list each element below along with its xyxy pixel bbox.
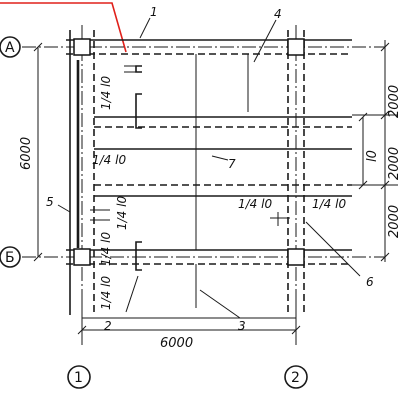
column-b1 bbox=[73, 248, 91, 266]
axis-label-b: Б bbox=[5, 250, 15, 266]
red-pointer bbox=[0, 2, 127, 53]
axis-label-1: 1 bbox=[74, 370, 83, 386]
axis-bubble-b: Б bbox=[0, 246, 21, 268]
bottom-dimension bbox=[77, 300, 301, 345]
note-quarter-2: 1/4 l0 bbox=[92, 153, 126, 167]
callout-2: 2 bbox=[104, 319, 112, 333]
axis-bubble-2: 2 bbox=[284, 365, 308, 389]
dim-l0: l0 bbox=[365, 150, 380, 162]
callout-3: 3 bbox=[238, 319, 246, 333]
dim-span-horizontal: 6000 bbox=[160, 336, 193, 351]
note-quarter-3: 1/4 l0 bbox=[115, 196, 129, 230]
secondary-beams bbox=[94, 54, 352, 308]
column-a2 bbox=[287, 38, 305, 56]
callout-4: 4 bbox=[274, 7, 282, 21]
left-dimension bbox=[33, 42, 43, 262]
note-quarter-7: 1/4 l0 bbox=[99, 232, 113, 266]
note-quarter-5: 1/4 l0 bbox=[238, 197, 272, 211]
note-quarter-6: 1/4 l0 bbox=[312, 197, 346, 211]
column-a1 bbox=[73, 38, 91, 56]
callout-leaders bbox=[57, 17, 361, 319]
splice-marks bbox=[90, 65, 290, 271]
dim-right-2: 2000 bbox=[387, 147, 400, 180]
callout-1: 1 bbox=[150, 5, 158, 19]
dim-right-3: 2000 bbox=[387, 205, 400, 238]
callout-6: 6 bbox=[366, 275, 374, 289]
callout-7: 7 bbox=[228, 157, 236, 171]
callout-5: 5 bbox=[46, 195, 54, 209]
right-dimension bbox=[352, 40, 398, 262]
axis-bubble-1: 1 bbox=[67, 365, 91, 389]
main-girders bbox=[66, 30, 352, 315]
columns bbox=[73, 38, 305, 266]
note-quarter-4: 1/4 l0 bbox=[99, 276, 113, 310]
column-b2 bbox=[287, 248, 305, 266]
note-quarter-1: 1/4 l0 bbox=[99, 76, 113, 110]
axis-label-2: 2 bbox=[291, 370, 300, 386]
axis-bubble-a: А bbox=[0, 36, 21, 58]
axis-label-a: А bbox=[5, 40, 15, 56]
dim-span-vertical: 6000 bbox=[19, 137, 34, 170]
dim-right-1: 2000 bbox=[387, 85, 400, 118]
